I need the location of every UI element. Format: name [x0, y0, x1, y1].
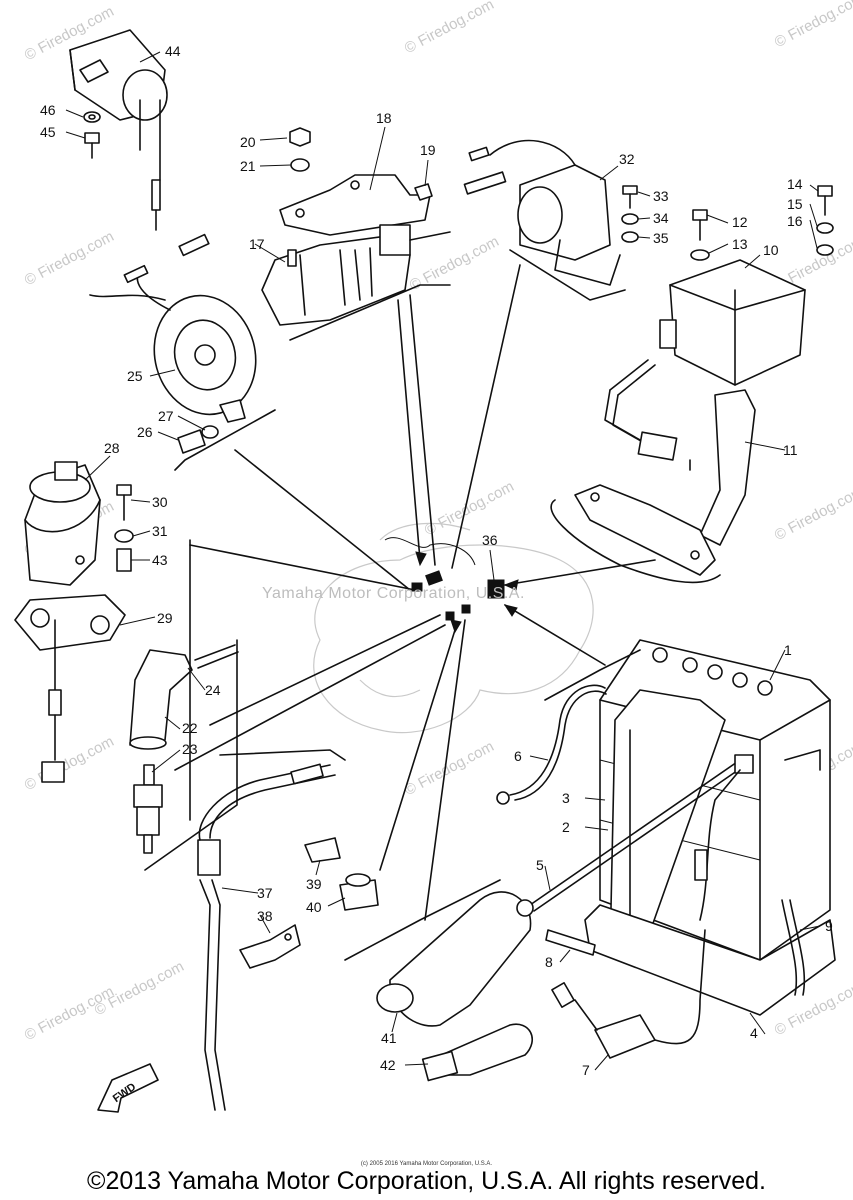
small-credit-text: (c) 2005 2016 Yamaha Motor Corporation, …: [360, 1161, 493, 1167]
callout-25: 25: [127, 368, 143, 384]
callout-8: 8: [545, 954, 553, 970]
callout-3: 3: [562, 790, 570, 806]
callout-18: 18: [376, 110, 392, 126]
callout-38: 38: [257, 908, 273, 924]
callout-33: 33: [653, 188, 669, 204]
leader-lines: [144, 264, 656, 921]
part-34-washer: [621, 213, 639, 225]
part-37-cable: [197, 763, 336, 1111]
part-31-washer: [114, 529, 134, 543]
part-26-27-screw: [177, 425, 219, 454]
part-5-battery-cable: [516, 754, 754, 917]
callout-32: 32: [619, 151, 635, 167]
callout-27: 27: [158, 408, 174, 424]
callout-26: 26: [137, 424, 153, 440]
callout-10: 10: [763, 242, 779, 258]
part-24-high-tension-lead: [194, 644, 239, 669]
part-19-bolt: [414, 183, 433, 201]
part-10-regulator: [604, 259, 806, 471]
part-25-horn: [89, 233, 257, 423]
part-9-vent-tube: [781, 899, 806, 996]
callout-13: 13: [732, 236, 748, 252]
callout-29: 29: [157, 610, 173, 626]
callout-2: 2: [562, 819, 570, 835]
part-20-nut: [289, 127, 311, 147]
part-29-switch-base: [14, 594, 126, 783]
part-43-spacer: [116, 548, 132, 572]
callout-45: 45: [40, 124, 56, 140]
callout-28: 28: [104, 440, 120, 456]
part-30-screw: [116, 484, 132, 521]
callout-34: 34: [653, 210, 669, 226]
part-15-washer: [816, 222, 834, 234]
callout-1: 1: [784, 642, 792, 658]
part-8-fuse: [545, 929, 596, 956]
part-44-condenser: [69, 29, 168, 231]
part-28-main-switch: [24, 461, 101, 586]
callout-22: 22: [182, 720, 198, 736]
callout-20: 20: [240, 134, 256, 150]
part-23-spark-plug: [133, 764, 163, 854]
callout-6: 6: [514, 748, 522, 764]
part-21-washer: [290, 158, 310, 172]
copyright-text: ©2013 Yamaha Motor Corporation, U.S.A. A…: [87, 1167, 766, 1195]
callout-30: 30: [152, 494, 168, 510]
callout-12: 12: [732, 214, 748, 230]
callout-44: 44: [165, 43, 181, 59]
part-42-strap: [421, 1023, 534, 1082]
callout-46: 46: [40, 102, 56, 118]
callout-7: 7: [582, 1062, 590, 1078]
callout-23: 23: [182, 741, 198, 757]
part-4-battery-tray: [584, 904, 836, 1016]
part-13-washer: [690, 249, 710, 261]
callout-15: 15: [787, 196, 803, 212]
part-22-plug-cap: [129, 649, 193, 750]
callout-5: 5: [536, 857, 544, 873]
part-40-switch: [339, 873, 379, 911]
group-brackets: [174, 249, 721, 961]
part-39-plug: [304, 837, 341, 863]
part-33-screw: [622, 185, 638, 209]
part-36-connector-cluster: [384, 537, 505, 621]
callout-leaders: [65, 51, 821, 1071]
callout-43: 43: [152, 552, 168, 568]
callout-42: 42: [380, 1057, 396, 1073]
callout-37: 37: [257, 885, 273, 901]
part-3-lead: [694, 769, 741, 921]
callout-4: 4: [750, 1025, 758, 1041]
part-35-washer: [621, 231, 639, 243]
callout-24: 24: [205, 682, 221, 698]
center-watermark-label: Yamaha Motor Corporation, U.S.A.: [262, 585, 525, 602]
callout-17: 17: [249, 236, 265, 252]
callout-36: 36: [482, 532, 498, 548]
callout-39: 39: [306, 876, 322, 892]
callout-19: 19: [420, 142, 436, 158]
callout-35: 35: [653, 230, 669, 246]
part-41-battery-cover: [376, 891, 532, 1027]
callout-40: 40: [306, 899, 322, 915]
part-11-bracket: [574, 389, 756, 576]
callout-11: 11: [783, 442, 798, 458]
part-16-washer: [816, 244, 834, 256]
callout-21: 21: [240, 158, 256, 174]
callout-16: 16: [787, 213, 803, 229]
part-14-screw: [817, 185, 833, 216]
part-38-clamp: [239, 924, 301, 969]
part-32-relay: [463, 139, 621, 286]
part-6-battery-cable: [496, 684, 607, 805]
part-7-fuse-holder: [551, 929, 706, 1059]
part-12-screw: [692, 209, 708, 241]
callout-9: 9: [825, 918, 833, 934]
callout-41: 41: [381, 1030, 397, 1046]
fwd-arrow-icon: [97, 1063, 159, 1113]
part-17-starter: [261, 224, 451, 326]
part-46-washer: [83, 111, 101, 123]
part-45-screw: [84, 132, 100, 159]
callout-31: 31: [152, 523, 168, 539]
callout-14: 14: [787, 176, 803, 192]
